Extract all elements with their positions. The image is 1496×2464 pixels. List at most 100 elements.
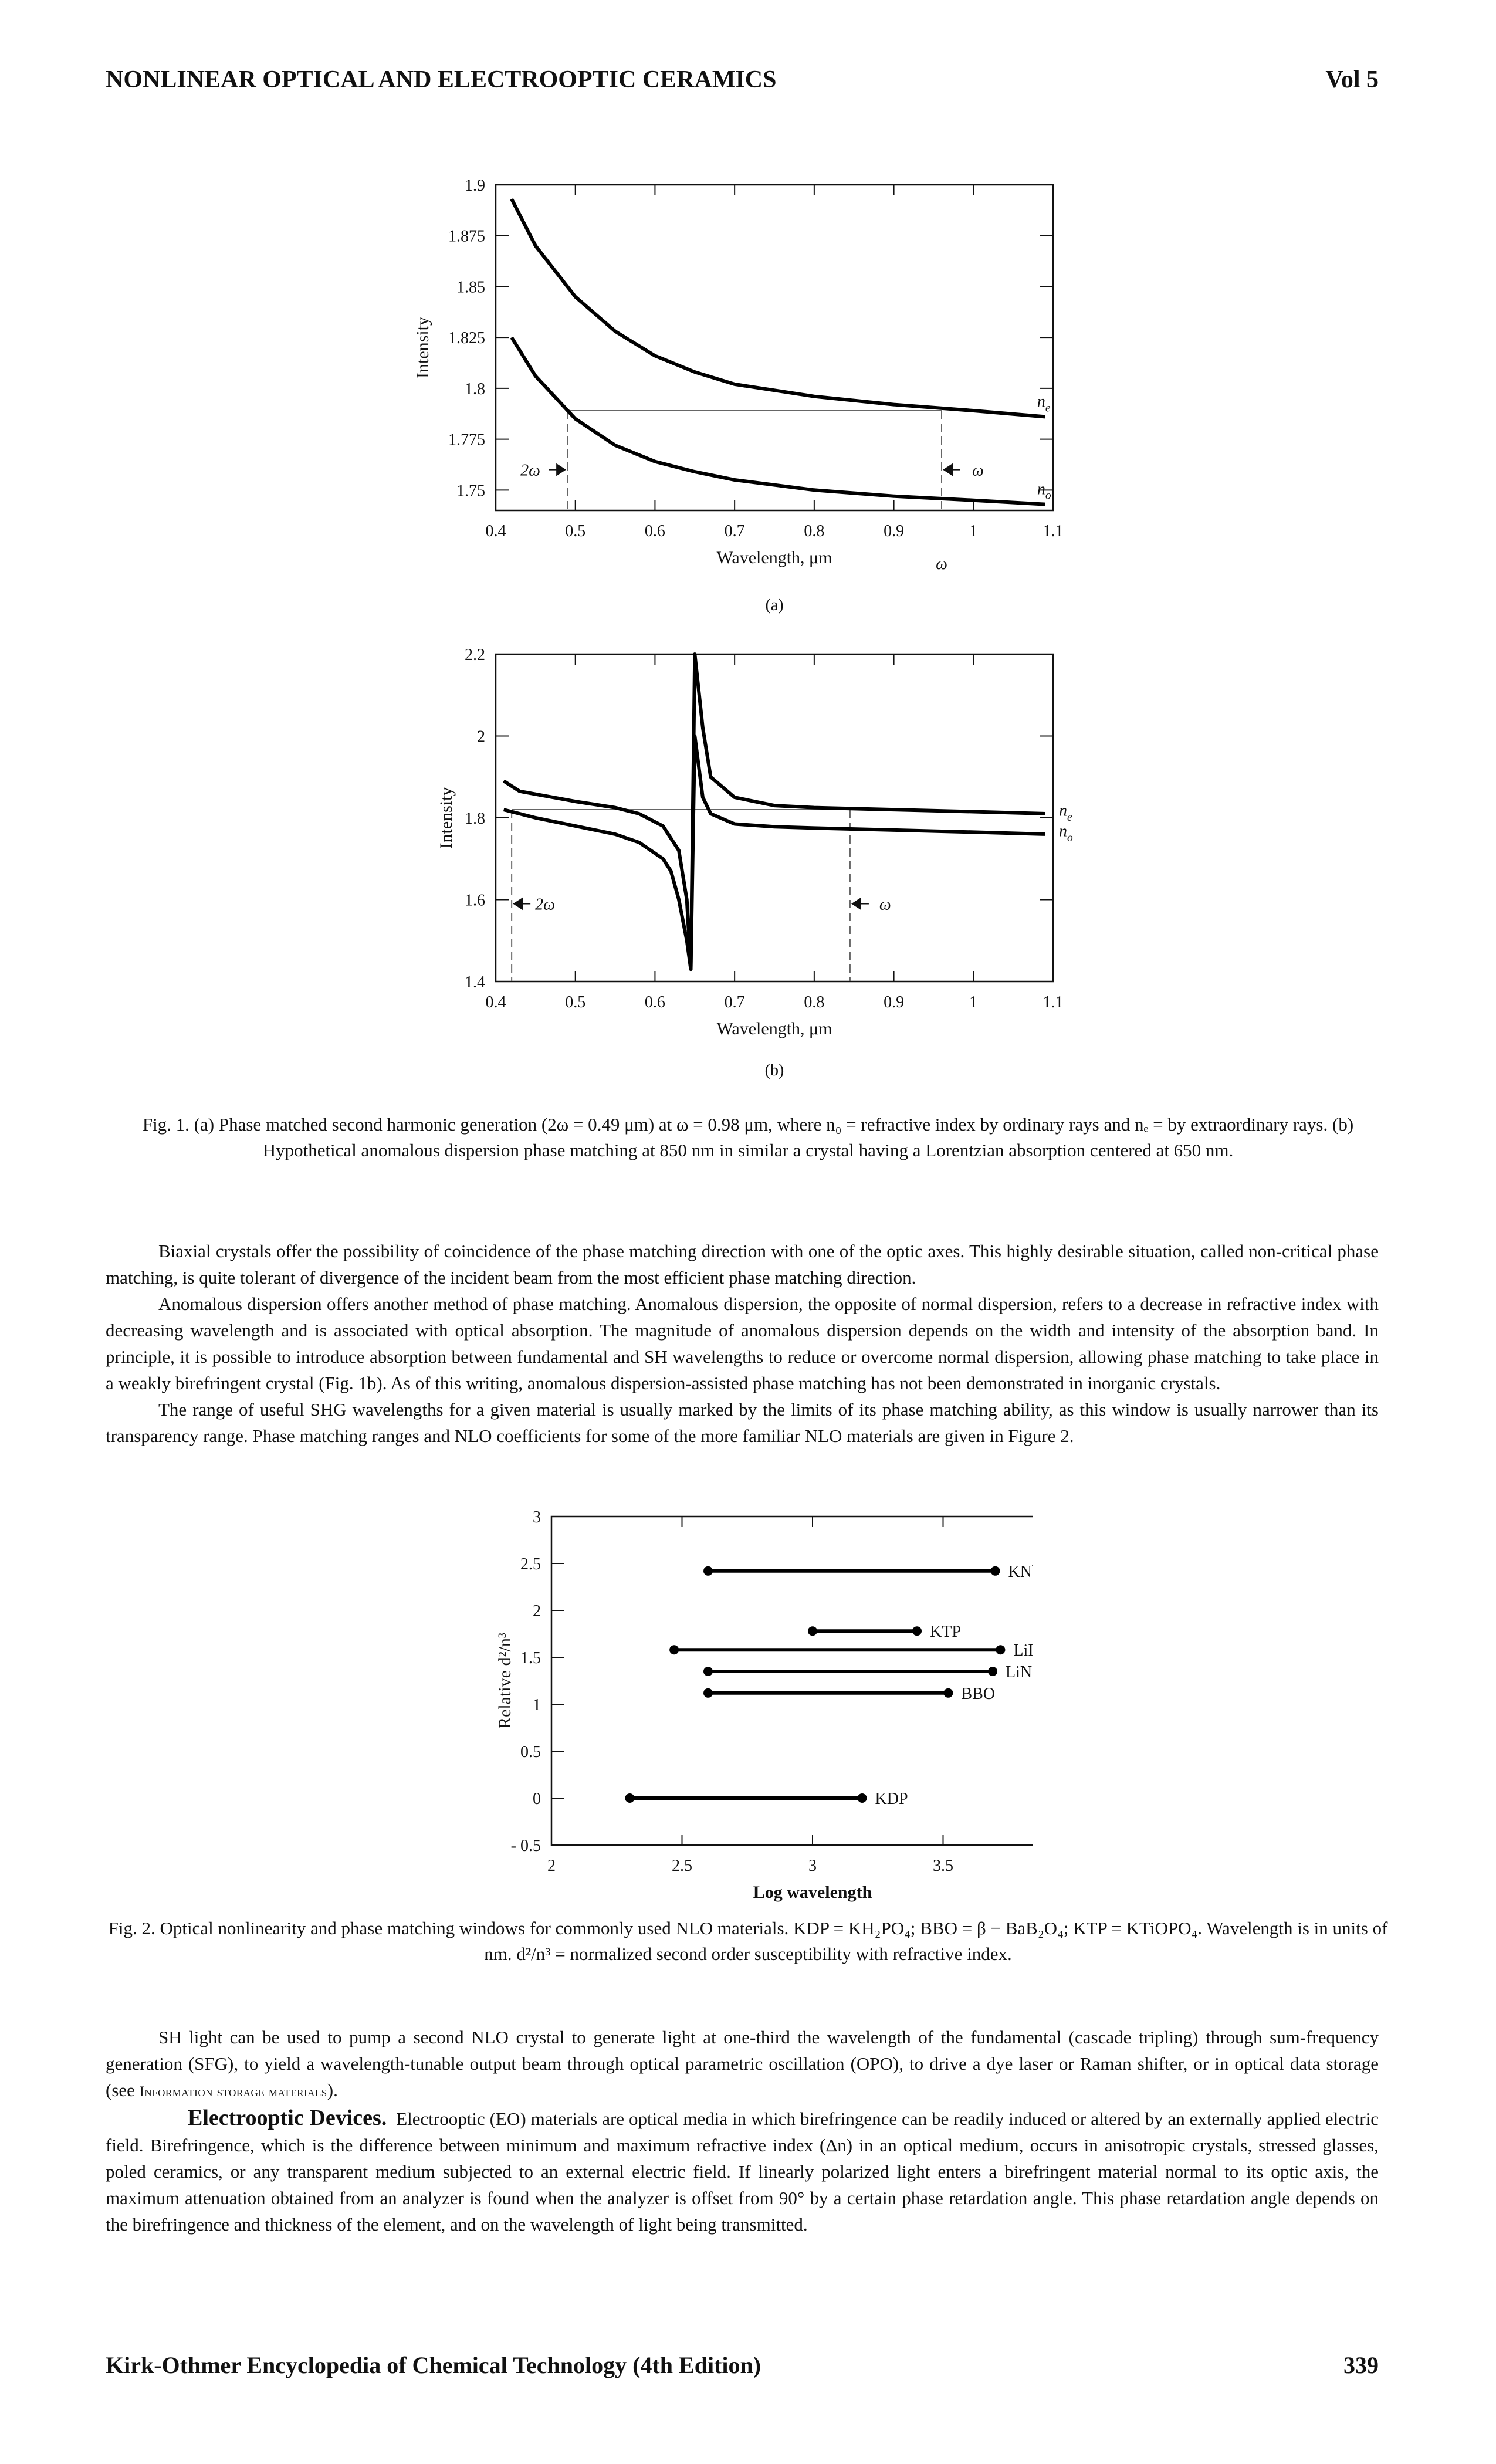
paragraph-electrooptic: Electrooptic Devices. Electrooptic (EO) …	[106, 2105, 1379, 2238]
x-tick-label: 1.1	[1043, 522, 1064, 540]
x-tick-label: 0.4	[486, 522, 506, 540]
cross-reference-link[interactable]: Information storage materials	[139, 2084, 327, 2100]
y-tick-label: 3	[533, 1508, 541, 1527]
electrooptic-text: Electrooptic (EO) materials are optical …	[106, 2108, 1379, 2235]
range-end-LiIO3	[996, 1645, 1006, 1655]
panel-label-a: (a)	[765, 596, 783, 614]
body-section-2: SH light can be used to pump a second NL…	[106, 2024, 1379, 2238]
y-tick-label: 1.8	[465, 810, 485, 828]
series-line-n_o	[503, 734, 1045, 972]
series-line-n_e	[502, 652, 1045, 972]
y-tick-label: 1.4	[465, 973, 485, 991]
footer-page-number: 339	[1343, 2352, 1379, 2378]
x-tick-label: 0.9	[884, 993, 904, 1011]
y-axis-label: Relative d²/n³	[495, 1633, 515, 1729]
range-start-KNbO3	[703, 1566, 713, 1576]
x-tick-label: 3.5	[933, 1857, 953, 1875]
annotation-2omega: 2ω	[520, 462, 540, 480]
series-label-no: no	[1059, 822, 1073, 844]
figure-2-caption: Fig. 2. Optical nonlinearity and phase m…	[108, 1918, 1388, 1964]
y-tick-label: 1.875	[448, 228, 485, 246]
y-tick-label: 1.75	[456, 482, 485, 500]
series-label-ne: ne	[1059, 802, 1072, 824]
x-tick-label: 0.9	[884, 522, 904, 540]
x-tick-label: 2.5	[672, 1857, 692, 1875]
annotation-2omega: 2ω	[535, 895, 555, 913]
range-label-BBO: BBO	[961, 1685, 995, 1703]
plot-frame	[550, 1515, 1075, 1846]
annotation-omega: ω	[972, 462, 984, 480]
range-label-KDP: KDP	[875, 1790, 908, 1808]
y-tick-label: 1.775	[448, 431, 485, 449]
x-tick-label: 0.6	[645, 993, 665, 1011]
range-start-LiIO3	[669, 1645, 679, 1655]
y-axis-label: Intensity	[436, 787, 456, 849]
plot-frame	[495, 653, 1054, 983]
range-label-LiIO3: LiIO3	[1013, 1641, 1033, 1663]
x-tick-label: 1.1	[1043, 993, 1064, 1011]
running-header-volume: Vol 5	[1325, 66, 1379, 93]
x-tick-label: 2	[547, 1857, 556, 1875]
footer-book-title: Kirk-Othmer Encyclopedia of Chemical Tec…	[106, 2352, 761, 2378]
x-tick-label: 0.5	[565, 993, 585, 1011]
sh-light-end: ).	[327, 2080, 338, 2100]
chart-2: 22.533.54- 0.500.511.522.53KNbO3KTPLiIO3…	[495, 1508, 1078, 1902]
y-tick-label: 1	[533, 1696, 541, 1714]
range-label-LiNbO3: LiNbO3	[1006, 1663, 1033, 1685]
series-line-n_e	[510, 198, 1045, 419]
paragraph-biaxial: Biaxial crystals offer the possibility o…	[106, 1241, 1379, 1288]
y-tick-label: 2.5	[520, 1555, 541, 1573]
section-heading-electrooptic: Electrooptic Devices.	[188, 2106, 387, 2130]
x-tick-label: 1	[969, 522, 977, 540]
x-tick-label: 0.7	[725, 993, 745, 1011]
arrow-omega	[943, 463, 960, 476]
y-tick-label: - 0.5	[511, 1837, 541, 1855]
range-label-KTP: KTP	[930, 1623, 961, 1641]
range-label-KNbO3: KNbO3	[1008, 1563, 1033, 1585]
y-tick-label: 1.5	[520, 1649, 541, 1667]
paragraph-sh-light: SH light can be used to pump a second NL…	[106, 2024, 1379, 2105]
x-tick-label: 3	[808, 1857, 817, 1875]
range-start-KDP	[625, 1793, 635, 1803]
x-tick-label: 0.6	[645, 522, 665, 540]
y-axis-label: Intensity	[413, 317, 432, 378]
series-label-ne: ne	[1037, 392, 1051, 414]
range-start-KTP	[808, 1626, 817, 1636]
body-section-1: Biaxial crystals offer the possibility o…	[106, 1238, 1379, 1449]
x-tick-label: 0.8	[804, 993, 824, 1011]
y-tick-label: 2	[533, 1602, 541, 1620]
y-tick-label: 1.85	[456, 278, 485, 296]
range-start-BBO	[703, 1688, 713, 1698]
annotation-omega: ω	[879, 895, 891, 913]
panel-label-b: (b)	[765, 1061, 784, 1079]
range-start-LiNbO3	[703, 1667, 713, 1676]
y-tick-label: 2.2	[465, 646, 485, 664]
x-axis-label: Log wavelength	[753, 1883, 872, 1902]
x-tick-label: 0.8	[804, 522, 824, 540]
paragraph-shg-range: The range of useful SHG wavelengths for …	[106, 1399, 1379, 1446]
y-tick-label: 2	[477, 728, 485, 746]
y-tick-label: 1.825	[448, 329, 485, 347]
range-end-KTP	[912, 1626, 922, 1636]
x-tick-label: 1	[969, 993, 977, 1011]
y-tick-label: 1.9	[465, 177, 485, 195]
y-tick-label: 0	[533, 1790, 541, 1808]
series-line-n_o	[510, 336, 1045, 506]
x-axis-label: Wavelength, μm	[717, 1019, 832, 1038]
running-header-title: NONLINEAR OPTICAL AND ELECTROOPTIC CERAM…	[106, 66, 777, 93]
plot-frame	[495, 184, 1054, 512]
arrow-2omega	[513, 897, 531, 911]
range-end-BBO	[943, 1688, 953, 1698]
series-label-no: no	[1037, 480, 1051, 502]
range-end-LiNbO3	[988, 1667, 998, 1676]
y-tick-label: 1.6	[465, 892, 485, 910]
x-axis-label: Wavelength, μm	[717, 548, 832, 567]
figure-2: 22.533.54- 0.500.511.522.53KNbO3KTPLiIO3…	[481, 1499, 1078, 1913]
paragraph-anomalous-dispersion: Anomalous dispersion offers another meth…	[106, 1294, 1379, 1393]
x-extra-label: ω	[936, 555, 947, 573]
range-end-KDP	[857, 1793, 867, 1803]
y-tick-label: 1.8	[465, 380, 485, 398]
